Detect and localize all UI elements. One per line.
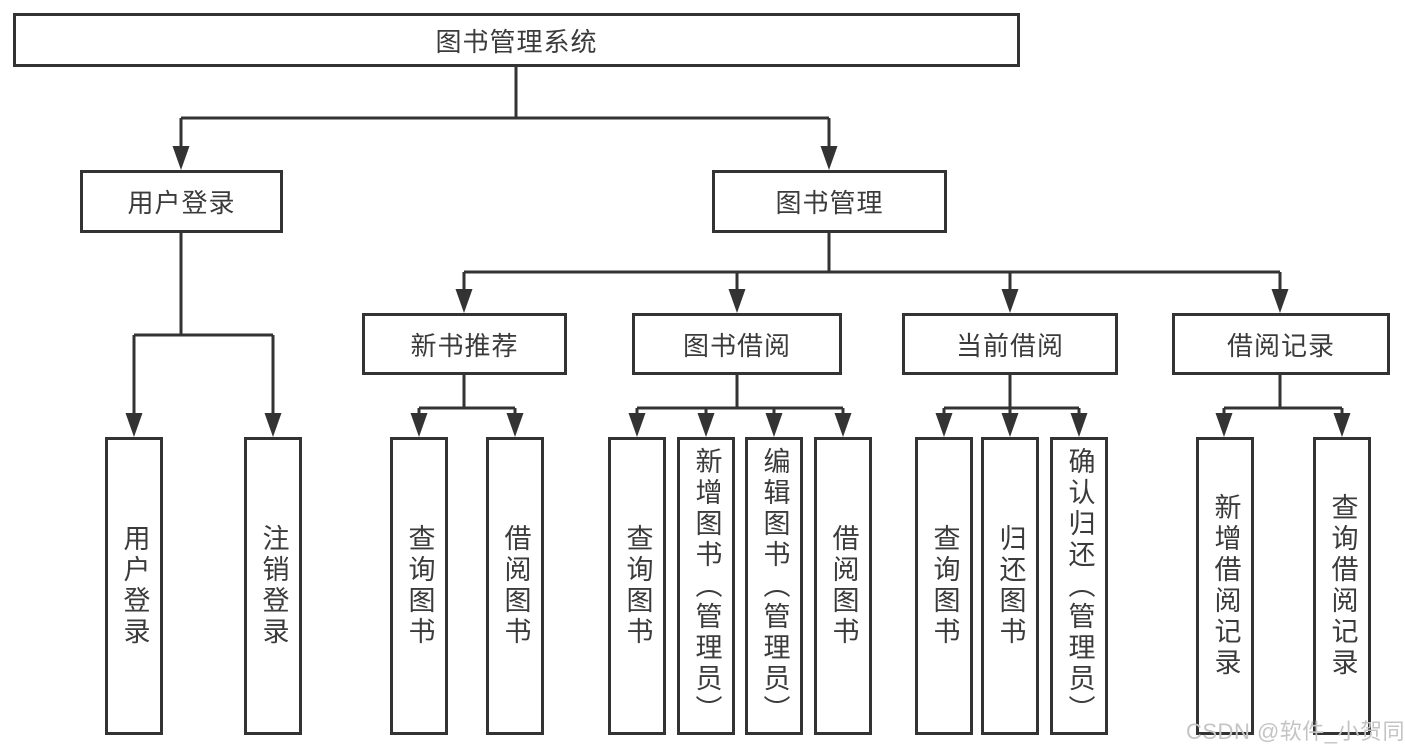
node-label: 图书管理 (775, 188, 884, 218)
node-label: 注销登录 (258, 524, 289, 648)
node-label: 图书管理系统 (435, 26, 598, 57)
node-user-login-op: 用户登录 (105, 437, 163, 735)
node-label: 借阅图书 (500, 524, 531, 648)
node-label: 图书借阅 (682, 330, 791, 361)
node-label: 新书推荐 (410, 330, 519, 361)
csdn-watermark: CSDN @软件_小贺同学 (1186, 719, 1405, 744)
node-borrow-books-borrowing: 借阅图书 (814, 437, 872, 735)
node-borrowing-records: 借阅记录 (1172, 313, 1390, 375)
node-label: 归还图书 (995, 524, 1026, 648)
node-new-book-recommend: 新书推荐 (362, 313, 567, 375)
node-logout-op: 注销登录 (244, 437, 302, 735)
node-borrow-books-recommend: 借阅图书 (486, 437, 544, 735)
node-label: 借阅图书 (828, 524, 859, 648)
node-label: 新增借阅记录 (1210, 493, 1241, 679)
node-label: 新增图书（管理员） (691, 446, 722, 726)
node-return-books: 归还图书 (981, 437, 1039, 735)
node-edit-books-admin: 编辑图书（管理员） (745, 437, 803, 735)
node-label: 用户登录 (119, 524, 150, 648)
node-label: 用户登录 (127, 188, 236, 218)
node-query-books-borrowing: 查询图书 (608, 437, 666, 735)
node-library-system: 图书管理系统 (13, 13, 1020, 67)
node-current-borrowing: 当前借阅 (902, 313, 1118, 375)
node-book-borrowing: 图书借阅 (632, 313, 842, 375)
node-add-books-admin: 新增图书（管理员） (677, 437, 735, 735)
node-query-books-recommend: 查询图书 (390, 437, 448, 735)
node-label: 编辑图书（管理员） (759, 446, 790, 726)
node-query-books-current: 查询图书 (915, 437, 973, 735)
node-label: 查询图书 (404, 524, 435, 648)
node-label: 查询图书 (622, 524, 653, 648)
node-book-management: 图书管理 (712, 170, 947, 233)
node-label: 借阅记录 (1226, 330, 1335, 361)
node-query-borrow-record: 查询借阅记录 (1313, 437, 1371, 735)
node-label: 当前借阅 (955, 330, 1064, 361)
node-label: 查询借阅记录 (1327, 493, 1358, 679)
node-user-login: 用户登录 (80, 170, 283, 233)
arrowhead-group (125, 146, 1351, 437)
node-label: 查询图书 (929, 524, 960, 648)
node-label: 确认归还（管理员） (1064, 446, 1095, 726)
node-confirm-return-admin: 确认归还（管理员） (1050, 437, 1108, 735)
node-add-borrow-record: 新增借阅记录 (1196, 437, 1254, 735)
